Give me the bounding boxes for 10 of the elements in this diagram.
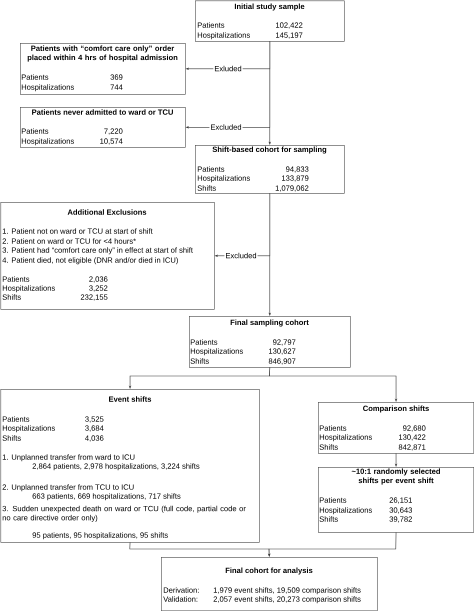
flow-box — [318, 467, 474, 533]
flow-box — [0, 202, 215, 310]
flow-box — [318, 402, 474, 454]
flow-box — [0, 389, 260, 543]
flow-box — [189, 316, 351, 368]
flow-box — [195, 0, 345, 42]
flow-box — [20, 107, 186, 148]
flow-box — [195, 145, 345, 194]
flow-box — [161, 557, 378, 611]
flow-box — [20, 43, 186, 95]
